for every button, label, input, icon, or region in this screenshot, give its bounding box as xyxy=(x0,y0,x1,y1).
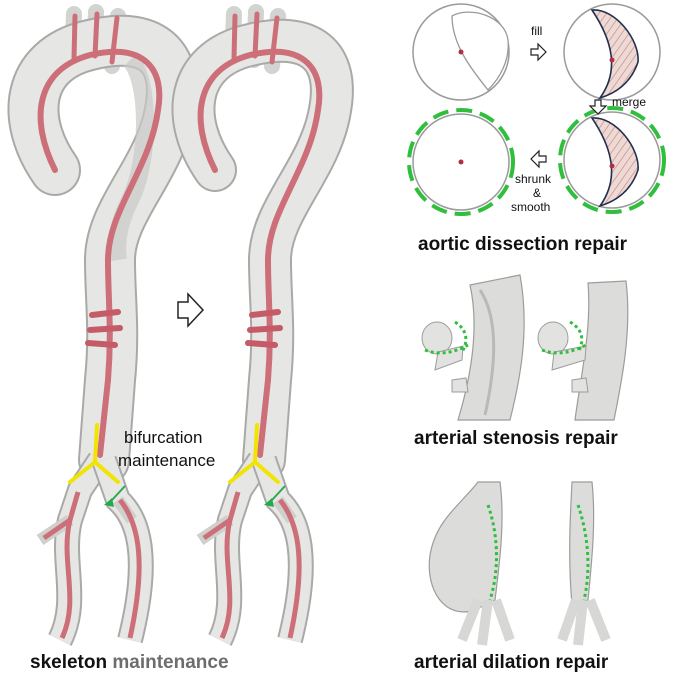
smooth-label: smooth xyxy=(511,200,551,214)
cross-section-smoothed xyxy=(407,108,515,216)
dilation-before xyxy=(428,481,515,646)
skeleton-maintenance-caption: skeleton maintenance xyxy=(30,652,229,674)
skeleton-word: skeleton xyxy=(30,652,108,673)
aorta-after xyxy=(171,4,354,646)
down-arrow-icon xyxy=(588,99,608,115)
dilation-after xyxy=(557,481,611,646)
aortic-dissection-caption: aortic dissection repair xyxy=(418,234,628,255)
maintenance-label: maintenance xyxy=(118,451,216,470)
stenosis-before xyxy=(421,274,525,421)
bifurcation-label: bifurcation xyxy=(124,428,203,447)
arterial-stenosis-caption: arterial stenosis repair xyxy=(414,428,618,449)
maintenance-word: maintenance xyxy=(112,652,229,673)
shrunk-label: shrunk xyxy=(515,172,552,186)
ampersand-label: & xyxy=(533,186,542,200)
left-arrow-icon xyxy=(530,149,547,169)
stenosis-after xyxy=(537,280,629,421)
cross-section-original xyxy=(412,3,510,101)
right-arrow-icon xyxy=(177,292,205,328)
aorta-before xyxy=(7,4,198,646)
cross-section-filled xyxy=(563,3,661,101)
cross-section-merged xyxy=(558,106,666,214)
right-arrow-icon xyxy=(530,42,547,62)
merge-label: merge xyxy=(612,95,647,109)
arterial-dilation-caption: arterial dilation repair xyxy=(414,652,609,673)
fill-label: fill xyxy=(531,24,543,38)
